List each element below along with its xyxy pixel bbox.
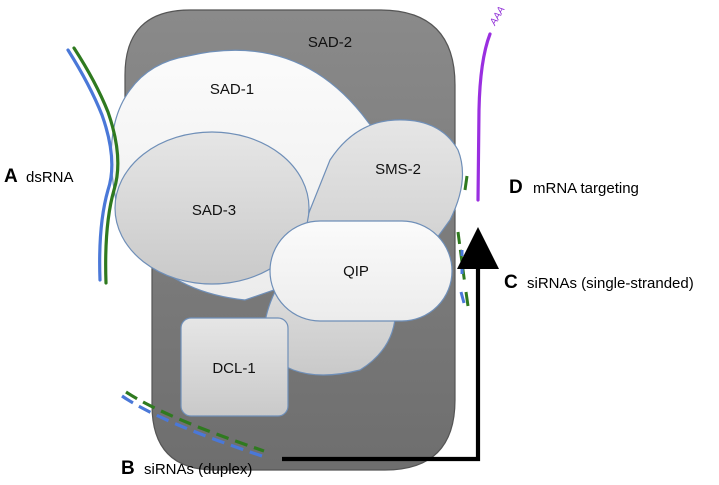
pathway-arrow — [282, 227, 499, 462]
label-c-text: siRNAs (single-stranded) — [527, 275, 694, 292]
label-c-letter: C — [504, 272, 518, 293]
dcl1-label: DCL-1 — [212, 360, 255, 377]
label-b-text: siRNAs (duplex) — [144, 461, 252, 478]
label-b-letter: B — [121, 458, 135, 479]
dcl1-protein: DCL-1 — [180, 317, 289, 417]
sirna-single-strands — [456, 231, 470, 307]
dsrna-strands — [66, 46, 120, 285]
qip-label: QIP — [343, 263, 369, 280]
label-d-text: mRNA targeting — [533, 180, 639, 197]
label-c: C siRNAs (single-stranded) — [504, 272, 694, 293]
sad1-label: SAD-1 — [210, 81, 254, 98]
sirna-mrna-bound-mark — [463, 175, 469, 191]
label-a-text: dsRNA — [26, 169, 74, 186]
poly-a-tail-label: AAA — [488, 4, 508, 28]
sirna-duplex-strands — [121, 390, 265, 458]
label-d: D mRNA targeting — [509, 177, 639, 198]
label-a-letter: A — [4, 166, 18, 187]
label-d-letter: D — [509, 177, 523, 198]
label-b: B siRNAs (duplex) — [121, 458, 252, 479]
sad2-label: SAD-2 — [308, 34, 352, 51]
qip-protein: QIP — [269, 220, 453, 322]
sms2-label: SMS-2 — [375, 161, 421, 178]
label-a: A dsRNA — [4, 166, 74, 187]
sad3-label: SAD-3 — [192, 202, 236, 219]
sad3-protein: SAD-3 — [114, 131, 310, 285]
mrna-strand: AAA — [476, 4, 508, 202]
